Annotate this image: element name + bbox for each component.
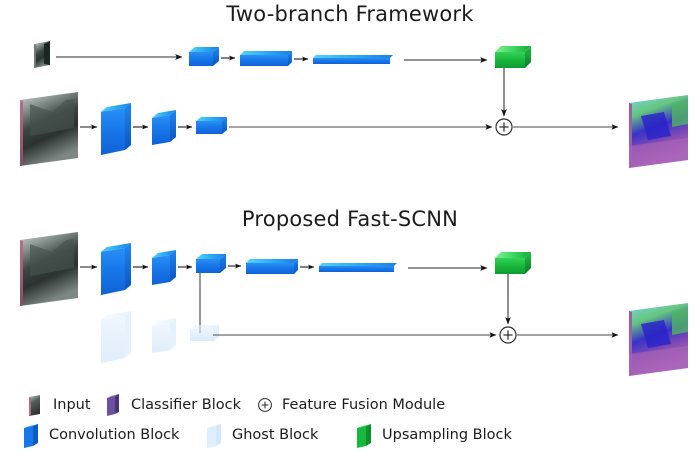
conv-block-deep-2 [240, 51, 292, 66]
legend-item-feature-fusion: Feature Fusion Module [255, 392, 445, 418]
legend-item-upsampling-block: Upsampling Block [355, 422, 512, 448]
legend-row-2: Convolution Block Ghost Block [0, 422, 700, 448]
legend-item-ghost-block: Ghost Block [205, 422, 318, 448]
ghost-block-2 [152, 318, 176, 353]
legend-label-classifier-block: Classifier Block [131, 396, 242, 413]
ghost-block-icon [205, 423, 225, 448]
classifier-block-icon [104, 393, 124, 417]
legend-label-convolution-block: Convolution Block [49, 426, 180, 443]
conv-block-shallow-3 [196, 117, 227, 134]
input-image-fast-scnn [20, 232, 78, 306]
legend-item-input: Input [26, 392, 91, 418]
conv-block-shallow-2 [152, 110, 176, 145]
feature-fusion-icon [255, 393, 275, 417]
feature-fusion-module-top [495, 118, 513, 136]
conv-block-scnn-2 [152, 250, 176, 285]
legend-label-feature-fusion: Feature Fusion Module [282, 396, 446, 413]
segmentation-output-fast-scnn [629, 303, 688, 376]
legend-label-input: Input [53, 396, 91, 413]
conv-block-shallow-1 [101, 103, 131, 155]
legend-label-upsampling-block: Upsampling Block [382, 426, 512, 443]
convolution-block-icon [22, 423, 42, 448]
ghost-block-1 [101, 311, 131, 363]
legend: Input Classifier Block [0, 392, 700, 462]
panel-title-two-branch: Two-branch Framework [226, 2, 474, 26]
upsampling-block-top [495, 46, 531, 68]
legend-row-1: Input Classifier Block [0, 392, 700, 418]
legend-item-convolution-block: Convolution Block [22, 422, 179, 448]
feature-fusion-module-scnn [499, 326, 517, 344]
ghost-block-3 [190, 325, 219, 341]
input-thumbnail-small [34, 41, 50, 68]
input-image-two-branch [20, 92, 78, 166]
panel-title-fast-scnn: Proposed Fast-SCNN [241, 207, 459, 231]
upsampling-block-scnn [495, 252, 531, 274]
conv-block-scnn-3 [196, 254, 226, 273]
legend-label-ghost-block: Ghost Block [232, 426, 319, 443]
legend-item-classifier-block: Classifier Block [104, 392, 241, 418]
conv-block-deep-1 [189, 47, 219, 66]
conv-block-scnn-5 [319, 263, 397, 272]
segmentation-output-two-branch [629, 95, 688, 168]
conv-block-deep-3 [313, 55, 393, 64]
upsampling-block-icon [355, 423, 375, 448]
input-thumbnail-icon [26, 393, 46, 417]
conv-block-scnn-1 [101, 243, 131, 295]
conv-block-scnn-4 [246, 259, 298, 274]
